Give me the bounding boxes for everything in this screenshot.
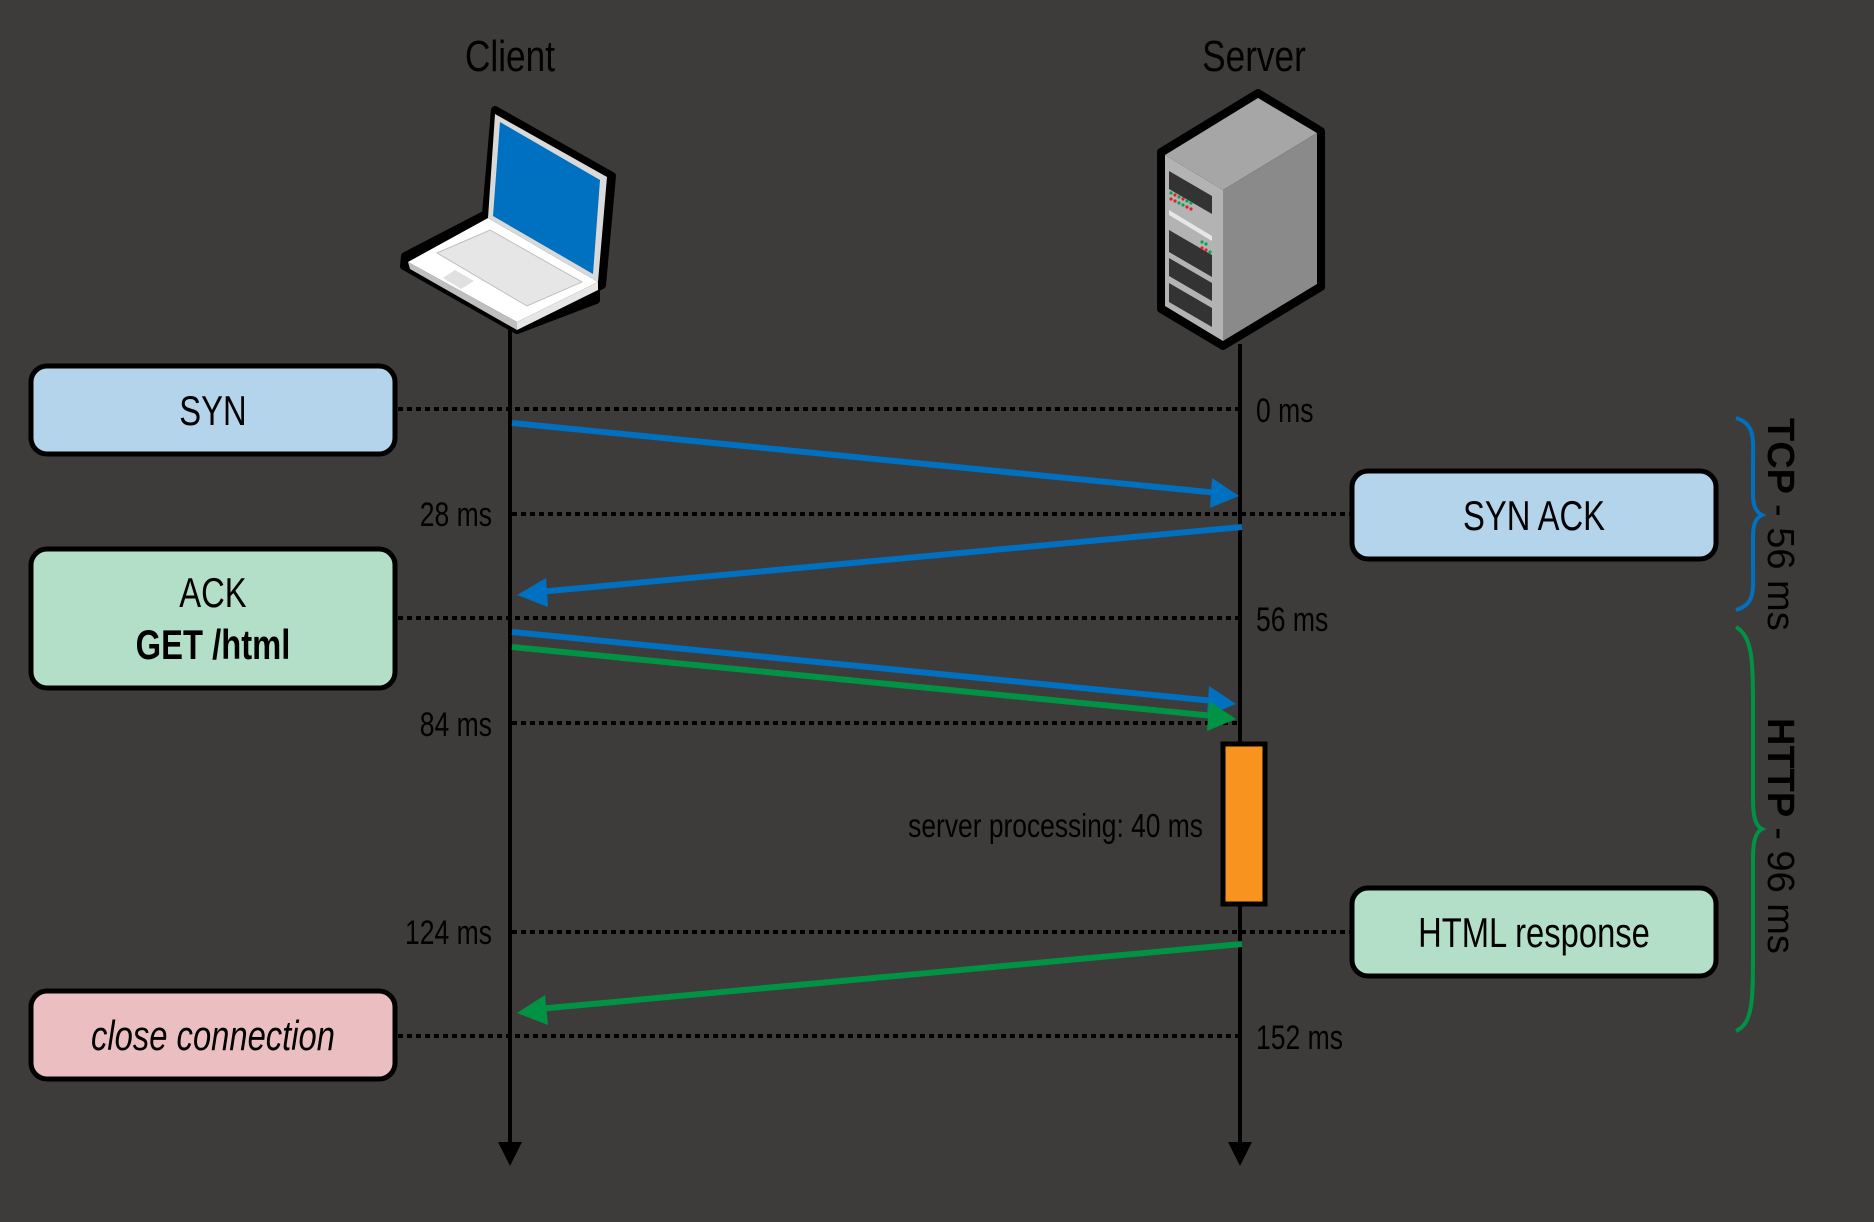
message-label: SYN [179,387,246,434]
laptop-icon [400,106,616,334]
message-box-ack-get: ACK GET /html [28,546,398,691]
client-actor: Client [465,32,555,81]
arrow-syn-ack [537,524,1243,595]
time-label-56ms: 56 ms [1256,601,1328,639]
arrow-ack [511,629,1215,704]
processing-label: server processing: 40 ms [908,808,1203,844]
time-gridlines [398,407,1350,1038]
brace-http [1734,625,1767,1033]
arrow-html-response [537,941,1243,1012]
server-lifeline-arrowhead [1228,1142,1252,1166]
time-label-84ms: 84 ms [420,706,492,744]
phase-http: HTTP - 96 ms [1734,625,1801,1033]
phase-duration-tcp: - 56 ms [1759,504,1801,631]
time-label-124ms: 124 ms [405,914,492,952]
arrow-get-html [511,644,1215,719]
message-label: SYN ACK [1463,492,1605,539]
time-label-152ms: 152 ms [1256,1019,1343,1057]
server-leds [1169,191,1212,254]
time-labels: 0 ms 28 ms 56 ms 84 ms 124 ms 152 ms [405,392,1343,1057]
phase-tcp: TCP - 56 ms [1735,416,1801,631]
arrowhead-html-response [517,995,548,1025]
phase-name-tcp: TCP [1759,418,1801,494]
arrowhead-syn-ack [517,578,548,607]
arrowhead-get-html [1207,701,1236,731]
message-arrows [511,420,1243,1025]
processing-bar [1220,741,1268,907]
message-label-get-html: GET /html [136,621,291,668]
client-lifeline-arrowhead [498,1142,522,1166]
time-label-0ms: 0 ms [1256,392,1313,430]
message-label: HTML response [1418,909,1650,956]
server-label: Server [1202,32,1306,81]
message-label: close connection [91,1012,335,1059]
message-box-syn: SYN [28,363,398,457]
arrow-syn [511,420,1219,496]
phase-duration-http: - 96 ms [1759,827,1801,954]
message-box-syn-ack: SYN ACK [1349,468,1719,562]
phase-name-http: HTTP [1759,718,1801,817]
phase-label-tcp: TCP - 56 ms [1759,418,1801,631]
brace-tcp [1735,416,1767,612]
client-lifeline [498,328,522,1166]
server-actor: Server [1202,32,1306,81]
client-label: Client [465,32,555,81]
message-box-close-connection: close connection [28,988,398,1082]
server-processing: server processing: 40 ms [908,741,1268,907]
server-rack-icon [1157,89,1325,350]
time-label-28ms: 28 ms [420,496,492,534]
phase-label-http: HTTP - 96 ms [1759,718,1801,954]
message-label-ack: ACK [179,569,246,616]
arrowhead-syn [1210,478,1239,508]
message-box-html-response: HTML response [1349,885,1719,979]
